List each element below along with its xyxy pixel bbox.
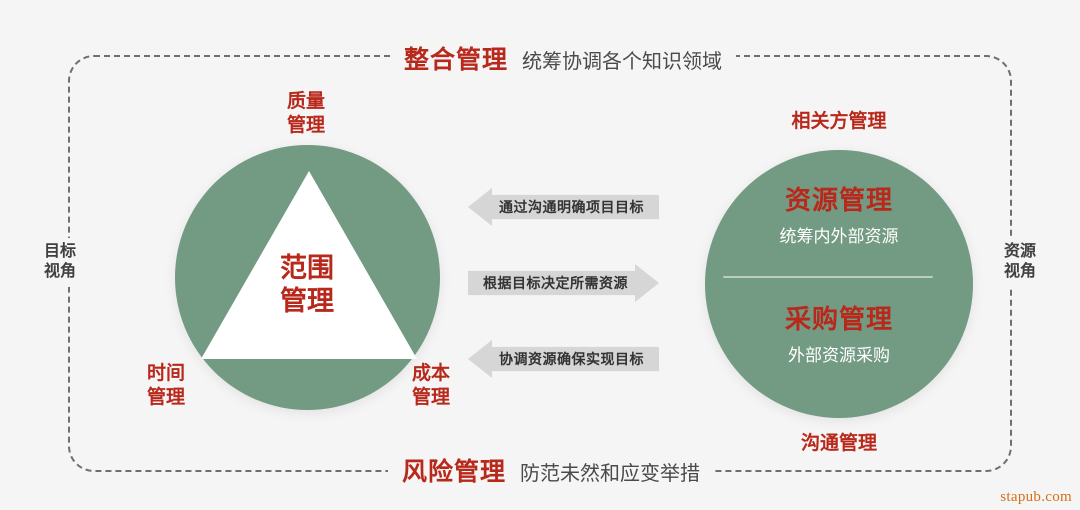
- right-circle-divider: [723, 276, 933, 278]
- resource-management-subtitle: 统筹内外部资源: [779, 226, 899, 246]
- risk-management-title: 风险管理: [402, 458, 507, 486]
- resource-perspective-circle: [705, 150, 973, 418]
- resource-management-title: 资源管理: [784, 185, 893, 215]
- scope-management-line2: 管理: [280, 285, 334, 316]
- watermark-text: stapub.com: [1000, 489, 1072, 505]
- goal-perspective-line2: 视角: [43, 263, 76, 281]
- risk-management-subtitle: 防范未然和应变举措: [520, 463, 701, 485]
- risk-management-banner: 风险管理 防范未然和应变举措: [388, 452, 715, 488]
- resource-perspective-label: 资源 视角: [988, 238, 1052, 287]
- procurement-management-subtitle: 外部资源采购: [788, 345, 890, 365]
- integration-management-banner: 整合管理 统筹协调各个知识领域: [390, 40, 737, 76]
- time-management-line1: 时间: [146, 363, 185, 384]
- time-management-label: 时间 管理: [135, 362, 197, 410]
- quality-management-line2: 管理: [286, 114, 325, 136]
- procurement-management-block: 采购管理 外部资源采购: [705, 305, 973, 366]
- scope-management-line1: 范围: [280, 253, 334, 283]
- cost-management-label: 成本 管理: [400, 362, 462, 410]
- scope-triangle-shape: [201, 171, 417, 359]
- goal-perspective-label: 目标 视角: [28, 238, 92, 287]
- stakeholder-management-label: 相关方管理: [791, 111, 887, 132]
- integration-management-subtitle: 统筹协调各个知识领域: [522, 51, 723, 73]
- resource-perspective-line2: 视角: [1003, 263, 1036, 281]
- integration-management-title: 整合管理: [404, 46, 509, 74]
- resource-management-block: 资源管理 统筹内外部资源: [705, 186, 973, 247]
- scope-management-label: 范围 管理: [266, 252, 348, 318]
- arrow-label-1: 通过沟通明确项目目标: [499, 199, 644, 215]
- arrow-label-3: 协调资源确保实现目标: [499, 351, 644, 367]
- arrow-label-2: 根据目标决定所需资源: [483, 275, 628, 291]
- procurement-management-title: 采购管理: [784, 304, 893, 334]
- arrow-left-communication-goal: 通过沟通明确项目目标: [468, 188, 659, 226]
- cost-management-line1: 成本: [411, 363, 450, 384]
- cost-management-line2: 管理: [411, 386, 450, 408]
- resource-perspective-line1: 资源: [1003, 243, 1036, 260]
- communication-management-label: 沟通管理: [800, 433, 877, 454]
- arrow-right-goal-resource: 根据目标决定所需资源: [468, 264, 659, 302]
- quality-management-line1: 质量: [286, 91, 325, 112]
- quality-management-label: 质量 管理: [275, 90, 337, 138]
- goal-perspective-line1: 目标: [43, 243, 76, 260]
- time-management-line2: 管理: [146, 386, 185, 408]
- arrow-left-resource-goal: 协调资源确保实现目标: [468, 340, 659, 378]
